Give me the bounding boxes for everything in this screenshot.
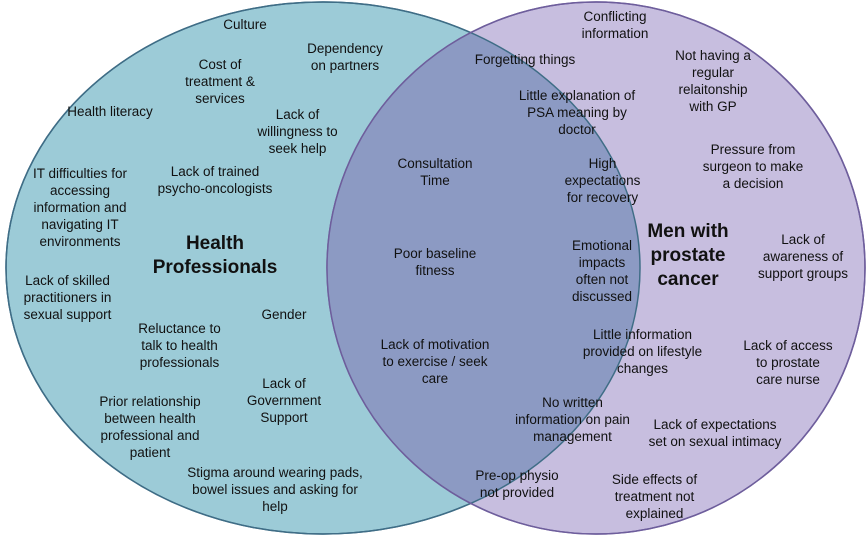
left-circle-outline <box>5 1 641 535</box>
health-professionals-title: Health Professionals <box>152 233 278 278</box>
men-with-prostate-cancer-title: Men with prostate cancer <box>647 221 729 290</box>
left-item-it-difficulties: IT difficulties for accessing informatio… <box>32 166 128 249</box>
right-circle-outline <box>326 1 866 535</box>
right-item-pre-op-physio: Pre-op physio not provided <box>475 468 559 500</box>
right-item-psa-explanation: Little explanation of PSA meaning by doc… <box>518 88 636 137</box>
shared-item-consultation-time: Consultation Time <box>397 156 473 188</box>
right-item-emotional-impacts: Emotional impacts often not discussed <box>571 238 633 304</box>
left-item-cost: Cost of treatment & services <box>185 57 255 106</box>
left-item-culture: Culture <box>223 17 267 32</box>
left-item-skilled-practitioners: Lack of skilled practitioners in sexual … <box>23 273 112 322</box>
left-item-willingness: Lack of willingness to seek help <box>257 107 338 156</box>
right-item-pain-management: No written information on pain managemen… <box>515 395 630 444</box>
left-item-prior-relationship: Prior relationship between health profes… <box>99 394 201 460</box>
right-item-high-expectations: High expectations for recovery <box>564 156 641 205</box>
overlap-region <box>327 2 640 534</box>
left-item-psycho-oncologists: Lack of trained psycho-oncologists <box>157 164 273 196</box>
shared-item-lack-of-motivation: Lack of motivation to exercise / seek ca… <box>380 337 490 386</box>
left-item-government-support: Lack of Government Support <box>246 376 322 425</box>
left-item-dependency: Dependency on partners <box>307 41 383 73</box>
left-item-stigma: Stigma around wearing pads, bowel issues… <box>187 465 363 514</box>
left-item-gender: Gender <box>261 307 307 322</box>
right-item-prostate-care-nurse: Lack of access to prostate care nurse <box>743 338 833 387</box>
right-item-side-effects: Side effects of treatment not explained <box>611 472 698 521</box>
right-item-relationship-with-gp: Not having a regular relaitonship with G… <box>675 48 751 114</box>
right-item-forgetting-things: Forgetting things <box>474 52 576 67</box>
right-item-pressure-from-surgeon: Pressure from surgeon to make a decision <box>702 142 804 191</box>
left-item-health-literacy: Health literacy <box>67 104 153 119</box>
right-item-sexual-intimacy: Lack of expectations set on sexual intim… <box>648 417 782 449</box>
shared-item-poor-baseline-fitness: Poor baseline fitness <box>393 246 477 278</box>
left-item-reluctance: Reluctance to talk to health professiona… <box>138 321 221 370</box>
right-item-conflicting-information: Conflicting information <box>581 9 649 41</box>
right-item-lifestyle-information: Little information provided on lifestyle… <box>582 327 703 376</box>
right-item-support-groups: Lack of awareness of support groups <box>757 232 849 281</box>
